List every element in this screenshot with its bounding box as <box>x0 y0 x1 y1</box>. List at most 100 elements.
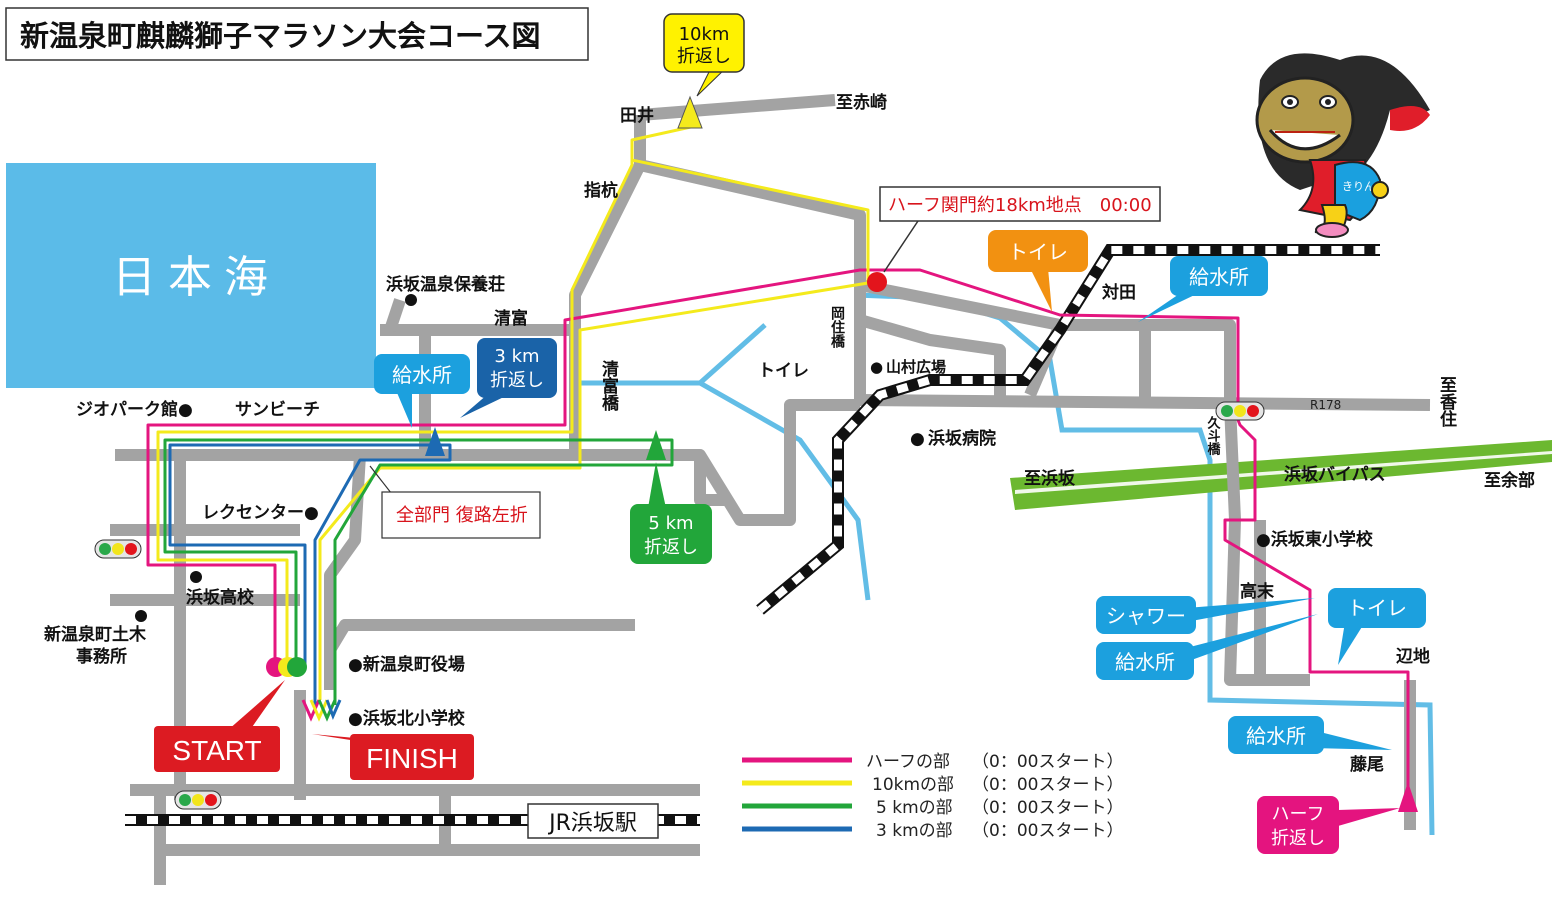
return-left-callout: 全部門 復路左折 <box>369 465 541 539</box>
shower-callout: シャワー <box>1096 596 1315 634</box>
svg-text:給水所: 給水所 <box>1115 650 1175 674</box>
svg-text:全部門 復路左折: 全部門 復路左折 <box>396 505 528 526</box>
svg-text:レクセンター●: レクセンター● <box>202 503 319 523</box>
svg-text:シャワー: シャワー <box>1106 604 1186 628</box>
k5-turn-callout: 5 km 折返し <box>630 462 712 564</box>
start-markers <box>266 657 307 677</box>
svg-text:5 kmの部: 5 kmの部 <box>876 798 953 818</box>
water-callout-west: 給水所 <box>374 354 470 428</box>
mascot-lion-icon: きりん <box>1255 53 1430 238</box>
svg-text:トイレ: トイレ <box>1347 596 1407 620</box>
half-turn-callout: ハーフ 折返し <box>1257 796 1400 854</box>
course-legend: ハーフの部 （0：00スタート） 10kmの部 （0：00スタート） 5 kmの… <box>742 752 1123 841</box>
svg-text:久斗橋: 久斗橋 <box>1205 415 1221 456</box>
svg-text:清富橋: 清富橋 <box>598 359 619 412</box>
svg-text:●浜坂北小学校: ●浜坂北小学校 <box>348 708 466 729</box>
svg-text:浜坂高校: 浜坂高校 <box>186 587 255 608</box>
svg-text:（0：00スタート）: （0：00スタート） <box>972 798 1123 818</box>
finish-callout: FINISH <box>312 734 474 780</box>
svg-text:10kmの部: 10kmの部 <box>872 775 954 795</box>
svg-text:ジオパーク館●: ジオパーク館● <box>76 399 193 420</box>
svg-text:ハーフ関門約18km地点 00:00: ハーフ関門約18km地点 00:00 <box>888 195 1152 216</box>
half-turn-marker <box>1398 782 1418 812</box>
svg-text:FINISH: FINISH <box>366 743 458 774</box>
svg-text:折返し: 折返し <box>677 46 731 67</box>
svg-text:折返し: 折返し <box>1271 828 1325 849</box>
course-3k <box>168 443 452 705</box>
svg-text:至香住: 至香住 <box>1436 376 1457 428</box>
svg-text:サンビーチ: サンビーチ <box>235 400 320 420</box>
svg-text:START: START <box>172 735 261 766</box>
svg-text:●: ● <box>870 358 883 376</box>
svg-text:浜坂病院: 浜坂病院 <box>928 428 996 449</box>
half-gate-marker <box>867 272 887 292</box>
svg-text:3 km: 3 km <box>494 346 539 367</box>
svg-text:清富: 清富 <box>494 308 528 329</box>
svg-text:新温泉町土木: 新温泉町土木 <box>44 624 147 645</box>
traffic-light-icon <box>94 539 142 559</box>
svg-text:至余部: 至余部 <box>1484 470 1535 491</box>
svg-text:山村広場: 山村広場 <box>886 358 946 376</box>
vertical-labels: 清富橋 岡住橋 久斗橋 至香住 <box>598 306 1457 456</box>
k3-turn-callout: 3 km 折返し <box>460 338 557 418</box>
svg-text:ハーフの部: ハーフの部 <box>866 752 950 772</box>
svg-text:●: ● <box>910 429 925 449</box>
course-half <box>146 268 1410 790</box>
svg-text:給水所: 給水所 <box>392 363 452 387</box>
k10-turn-callout: 10km 折返し <box>663 13 745 97</box>
traffic-light-icon <box>174 790 222 810</box>
toilet-callout-orange: トイレ <box>988 230 1088 312</box>
svg-text:R178: R178 <box>1310 398 1341 412</box>
water-callout-takasue: 給水所 <box>1096 614 1318 680</box>
svg-text:事務所: 事務所 <box>76 646 127 667</box>
svg-text:高末: 高末 <box>1240 581 1275 602</box>
svg-text:3 kmの部: 3 kmの部 <box>876 821 953 841</box>
start-callout: START <box>154 680 285 772</box>
station-label: JR浜坂駅 <box>527 803 659 839</box>
water-callout-tsuida: 給水所 <box>1138 256 1268 322</box>
bypass-road <box>1010 440 1552 510</box>
svg-text:トイレ: トイレ <box>1008 240 1068 264</box>
svg-text:（0：00スタート）: （0：00スタート） <box>972 752 1123 772</box>
water-callout-fujio: 給水所 <box>1228 716 1392 754</box>
svg-text:岡住橋: 岡住橋 <box>829 306 845 349</box>
svg-text:●新温泉町役場: ●新温泉町役場 <box>348 654 465 675</box>
svg-text:（0：00スタート）: （0：00スタート） <box>972 821 1123 841</box>
svg-text:浜坂バイパス: 浜坂バイパス <box>1284 465 1386 485</box>
svg-text:指杭: 指杭 <box>584 180 618 201</box>
finish-arrows <box>301 699 342 722</box>
place-labels: 田井 至赤崎 指杭 浜坂温泉保養荘 清富 トイレ ● 山村広場 ● 浜坂病院 対… <box>44 92 1535 775</box>
sea-label: 日本海 <box>112 252 280 303</box>
svg-text:藤尾: 藤尾 <box>1350 755 1384 775</box>
svg-text:至浜坂: 至浜坂 <box>1024 469 1076 489</box>
svg-text:辺地: 辺地 <box>1396 646 1430 667</box>
svg-text:対田: 対田 <box>1101 282 1136 303</box>
svg-text:田井: 田井 <box>620 105 654 126</box>
svg-text:5 km: 5 km <box>648 513 693 534</box>
svg-text:10km: 10km <box>679 24 730 45</box>
course-10k <box>156 111 870 700</box>
k3-turn-marker <box>425 427 445 456</box>
svg-text:浜坂温泉保養荘: 浜坂温泉保養荘 <box>386 274 505 295</box>
k10-turn-marker <box>677 95 703 129</box>
svg-text:折返し: 折返し <box>490 370 544 391</box>
svg-text:トイレ: トイレ <box>758 361 809 381</box>
svg-text:JR浜坂駅: JR浜坂駅 <box>547 811 637 836</box>
svg-text:折返し: 折返し <box>644 537 698 558</box>
k5-turn-marker <box>646 430 666 460</box>
title-box: 新温泉町麒麟獅子マラソン大会コース図 <box>5 7 589 61</box>
svg-text:給水所: 給水所 <box>1189 265 1249 289</box>
svg-text:給水所: 給水所 <box>1246 724 1306 748</box>
course-5k <box>163 438 674 705</box>
svg-text:●浜坂東小学校: ●浜坂東小学校 <box>1256 529 1374 550</box>
half-gate-callout: ハーフ関門約18km地点 00:00 <box>879 186 1161 273</box>
svg-text:ハーフ: ハーフ <box>1272 804 1325 825</box>
map-title: 新温泉町麒麟獅子マラソン大会コース図 <box>20 19 541 53</box>
svg-text:（0：00スタート）: （0：00スタート） <box>972 775 1123 795</box>
toilet-callout-blue: トイレ <box>1328 588 1426 665</box>
sea-area: 日本海 <box>6 163 376 388</box>
traffic-light-icon <box>1215 401 1265 421</box>
svg-text:至赤崎: 至赤崎 <box>836 92 887 113</box>
svg-text:きりん: きりん <box>1342 180 1375 193</box>
